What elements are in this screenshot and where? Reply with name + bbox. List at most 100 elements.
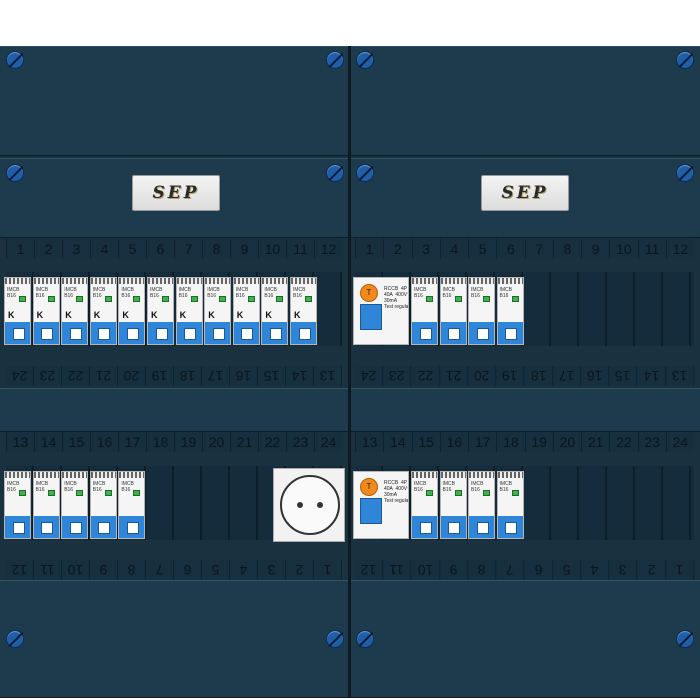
breaker-toggle[interactable] bbox=[5, 322, 30, 344]
on-indicator-icon bbox=[47, 296, 55, 302]
rcd-toggle[interactable] bbox=[360, 498, 382, 524]
slot-number: 12 bbox=[314, 239, 342, 259]
slot-number: 9 bbox=[90, 560, 118, 580]
breaker-toggle[interactable] bbox=[440, 516, 466, 538]
slot-number: 10 bbox=[609, 239, 637, 259]
breaker-toggle[interactable] bbox=[119, 322, 145, 344]
screw-icon bbox=[6, 164, 24, 182]
breaker-toggle[interactable] bbox=[90, 322, 116, 344]
slot-number: 11 bbox=[286, 239, 314, 259]
rcbo-breaker[interactable]: IMCB B16 bbox=[496, 471, 524, 539]
breaker-toggle[interactable] bbox=[205, 322, 231, 344]
rcbo-breaker[interactable]: IMCB B16 bbox=[411, 277, 438, 345]
breaker-toggle[interactable] bbox=[119, 516, 145, 538]
slot-number: 1 bbox=[355, 239, 383, 259]
screw-icon bbox=[326, 630, 344, 648]
breaker-toggle[interactable] bbox=[440, 322, 466, 344]
breaker-toggle[interactable] bbox=[62, 516, 88, 538]
slot-number: 16 bbox=[581, 366, 610, 386]
slot-number: 17 bbox=[202, 366, 230, 386]
rcbo-breaker[interactable]: IMCB B16 bbox=[468, 471, 495, 539]
slot-number: 10 bbox=[258, 239, 286, 259]
slot-number: 11 bbox=[34, 560, 62, 580]
rcbo-breaker[interactable]: IMCB B16 bbox=[118, 471, 146, 539]
breaker-label: IMCB B16 bbox=[442, 287, 456, 299]
breaker-toggle[interactable] bbox=[469, 516, 494, 538]
slot-number: 4 bbox=[581, 560, 610, 580]
breaker-toggle[interactable] bbox=[5, 516, 30, 538]
on-indicator-icon bbox=[454, 296, 462, 302]
din-socket-outlet[interactable] bbox=[273, 468, 345, 542]
slot-number: 14 bbox=[286, 366, 314, 386]
rcbo-breaker[interactable]: IMCB B16 bbox=[4, 471, 31, 539]
test-button[interactable]: T bbox=[360, 284, 378, 302]
slot-number: 16 bbox=[439, 432, 468, 452]
rcbo-breaker[interactable]: IMCB B16 bbox=[496, 277, 524, 345]
breaker-toggle[interactable] bbox=[33, 322, 59, 344]
slot-number: 12 bbox=[355, 560, 384, 580]
on-indicator-icon bbox=[276, 296, 284, 302]
rcbo-breaker[interactable]: IMCB B16 bbox=[439, 277, 467, 345]
breaker-toggle[interactable] bbox=[497, 516, 523, 538]
screw-icon bbox=[356, 630, 374, 648]
slot-number: 15 bbox=[258, 366, 286, 386]
breaker-toggle[interactable] bbox=[291, 322, 316, 344]
rcbo-breaker[interactable]: IMCB B16 bbox=[411, 471, 438, 539]
breaker-toggle[interactable] bbox=[412, 322, 437, 344]
screw-icon bbox=[356, 164, 374, 182]
curve-mark: K bbox=[65, 310, 72, 320]
test-button[interactable]: T bbox=[360, 478, 378, 496]
socket-face-icon bbox=[280, 475, 340, 535]
breaker-toggle[interactable] bbox=[469, 322, 494, 344]
slot-number: 13 bbox=[314, 366, 342, 386]
slot-number: 11 bbox=[383, 560, 412, 580]
screw-icon bbox=[326, 51, 344, 69]
rcbo-breaker[interactable]: IMCB B16 bbox=[32, 471, 60, 539]
breaker-label: IMCB B16 bbox=[207, 287, 220, 299]
slot-number: 19 bbox=[146, 366, 174, 386]
slot-number: 21 bbox=[90, 366, 118, 386]
screw-icon bbox=[676, 51, 694, 69]
breaker-toggle[interactable] bbox=[90, 516, 116, 538]
rcbo-breaker[interactable]: IMCB B16 bbox=[89, 471, 117, 539]
rcd-toggle[interactable] bbox=[360, 304, 382, 330]
breaker-toggle[interactable] bbox=[497, 322, 523, 344]
slot-number: 2 bbox=[286, 560, 314, 580]
breaker-label: IMCB B16 bbox=[499, 481, 513, 493]
slot-number: 11 bbox=[637, 239, 666, 259]
slot-number: 5 bbox=[118, 239, 146, 259]
socket-pin-icon bbox=[317, 502, 323, 508]
breaker-toggle[interactable] bbox=[176, 322, 202, 344]
screw-icon bbox=[6, 630, 24, 648]
breaker-label: IMCB B16 bbox=[121, 481, 134, 493]
breaker-toggle[interactable] bbox=[62, 322, 88, 344]
breaker-toggle[interactable] bbox=[262, 322, 288, 344]
breaker-toggle[interactable] bbox=[33, 516, 59, 538]
on-indicator-icon bbox=[511, 296, 519, 302]
breaker-toggle[interactable] bbox=[148, 322, 173, 344]
slot-number: 5 bbox=[552, 560, 581, 580]
rcbo-breaker[interactable]: IMCB B16 bbox=[61, 471, 89, 539]
slot-number: 22 bbox=[258, 432, 286, 452]
rcbo-breaker[interactable]: IMCB B16 bbox=[439, 471, 467, 539]
breaker-toggle[interactable] bbox=[412, 516, 437, 538]
rcbo-breaker[interactable]: IMCB B16 bbox=[468, 277, 495, 345]
breaker-toggle[interactable] bbox=[233, 322, 259, 344]
slot-number: 9 bbox=[581, 239, 609, 259]
slot-number: 22 bbox=[411, 366, 440, 386]
slot-number: 19 bbox=[496, 366, 525, 386]
